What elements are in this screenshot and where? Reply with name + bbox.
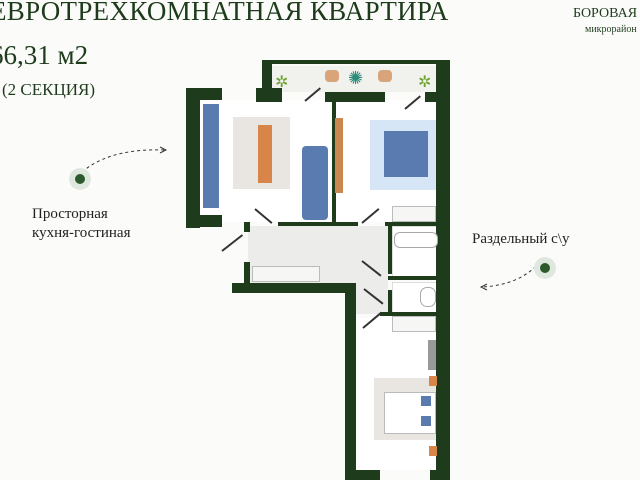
bathroom-arrow	[481, 261, 541, 288]
toilet-icon	[420, 287, 436, 307]
wall	[186, 215, 222, 227]
wall	[380, 312, 436, 316]
wall	[425, 92, 437, 102]
wall	[244, 222, 250, 232]
wall	[388, 290, 392, 314]
wardrobe	[335, 118, 343, 193]
dining-table	[258, 125, 272, 183]
wall	[278, 222, 358, 226]
wardrobe-2	[392, 316, 436, 332]
plant-icon: ✺	[348, 68, 364, 88]
wall	[430, 470, 440, 480]
wardrobe-1	[392, 206, 436, 222]
kitchen-arrow	[81, 149, 166, 173]
nightstand	[429, 376, 437, 386]
double-bed	[384, 131, 428, 177]
wall	[356, 470, 380, 480]
balcony	[272, 66, 440, 92]
wall	[186, 88, 200, 228]
wall	[262, 60, 272, 102]
wall	[272, 60, 440, 64]
corridor	[356, 284, 388, 314]
nightstand	[429, 446, 437, 456]
plant-icon: ✲	[418, 74, 432, 91]
wall	[388, 222, 392, 274]
armchair	[325, 70, 339, 82]
desk	[428, 340, 436, 370]
bathroom-callout: Раздельный с\у	[472, 231, 570, 247]
plant-icon: ✲	[275, 74, 289, 91]
wall	[436, 60, 450, 480]
pillow	[421, 416, 431, 426]
kitchen-marker-icon	[75, 174, 85, 184]
brand-subtitle: микрорайон	[585, 24, 637, 35]
wall	[325, 92, 385, 102]
armchair	[378, 70, 392, 82]
shoe-cabinet	[252, 266, 320, 282]
wall	[244, 262, 250, 284]
kitchen-callout-line2: кухня-гостиная	[32, 225, 131, 241]
wall	[256, 88, 282, 102]
wall	[232, 283, 356, 293]
kitchen-callout-line1: Просторная	[32, 206, 108, 222]
section-label: (2 СЕКЦИЯ)	[2, 80, 96, 99]
bathroom-marker-icon	[540, 263, 550, 273]
wall	[388, 276, 436, 280]
wall	[345, 283, 356, 480]
kitchen-counter	[203, 104, 219, 208]
wall	[385, 222, 437, 226]
pillow	[421, 396, 431, 406]
kitchen-callout: Просторная кухня-гостиная	[32, 205, 130, 243]
sofa	[302, 146, 328, 220]
apartment-area: 66,31 м2	[0, 40, 89, 70]
page-title: ЕВРОТРЕХКОМНАТНАЯ КВАРТИРА	[0, 0, 449, 26]
wall	[332, 92, 336, 226]
bathtub	[394, 232, 438, 248]
brand-logo: БОРОВАЯ	[573, 6, 638, 21]
